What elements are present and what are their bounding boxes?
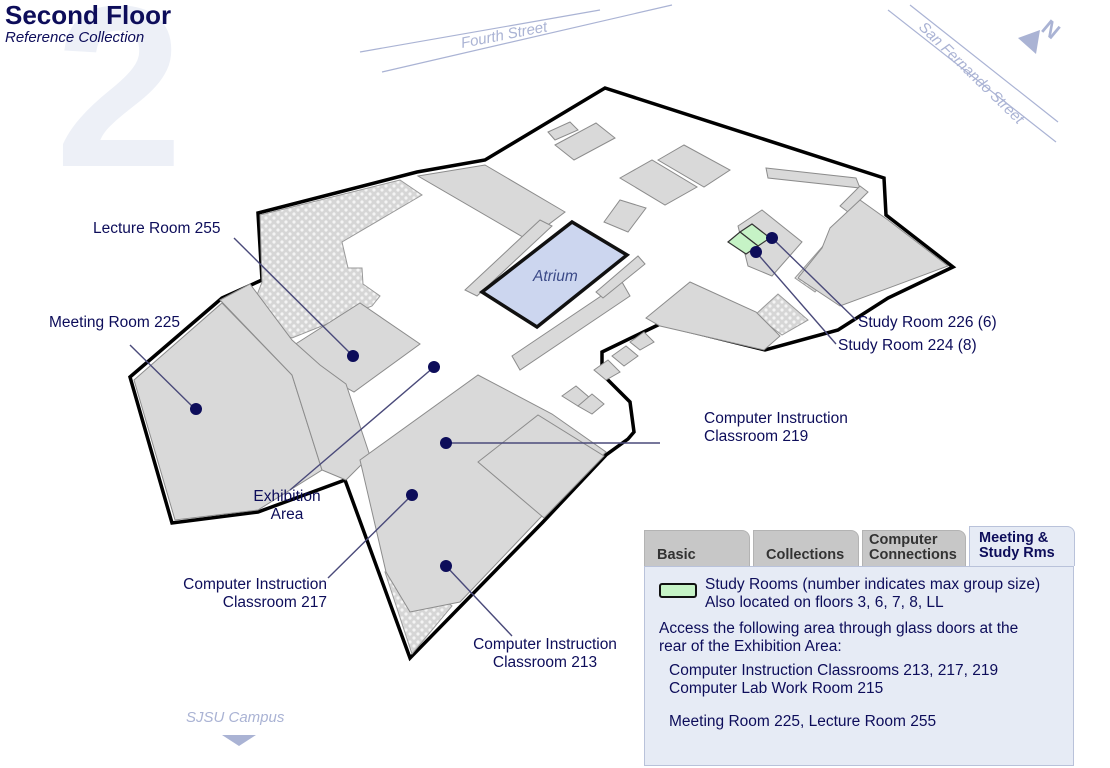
marker-study-224[interactable] <box>750 246 762 258</box>
label-classroom-213: Computer Instruction Classroom 213 <box>473 636 617 671</box>
label-meeting-225: Meeting Room 225 <box>49 314 180 331</box>
legend-rooms-1: Computer Instruction Classrooms 213, 217… <box>669 662 999 679</box>
room-small <box>554 122 616 161</box>
study-room-swatch <box>659 583 697 598</box>
room-stair <box>577 393 605 415</box>
tab-meeting-study-rooms[interactable]: Meeting & Study Rms <box>969 526 1075 566</box>
leader-line <box>755 251 837 345</box>
room-small <box>547 121 579 141</box>
marker-exhibition[interactable] <box>428 361 440 373</box>
legend-rooms-2: Computer Lab Work Room 215 <box>669 680 884 697</box>
campus-arrow-icon[interactable] <box>222 735 256 746</box>
compass-north-icon: N <box>1018 15 1065 54</box>
tab-basic[interactable]: Basic <box>644 530 750 566</box>
page-subtitle: Reference Collection <box>5 29 145 46</box>
room-southeast <box>645 281 781 351</box>
room-small <box>603 199 647 233</box>
street-line <box>909 4 1059 123</box>
marker-lecture-255[interactable] <box>347 350 359 362</box>
label-study-224: Study Room 224 (8) <box>838 337 977 354</box>
leader-line <box>289 366 435 491</box>
room-atrium-side <box>511 281 631 371</box>
street-san-fernando: San Fernando Street <box>915 19 1028 129</box>
study-room-224 <box>726 231 760 255</box>
legend-study-rooms: Study Rooms (number indicates max group … <box>705 576 1041 593</box>
room-stair <box>611 345 639 367</box>
room-stair <box>593 359 621 381</box>
leader-line <box>129 344 197 411</box>
street-line <box>381 4 673 73</box>
room-stair <box>629 331 655 351</box>
atrium <box>478 219 631 330</box>
label-exhibition-area: Exhibition Area <box>253 488 321 523</box>
room-north-1 <box>416 164 566 241</box>
atrium-label: Atrium <box>532 268 578 285</box>
campus-link[interactable]: SJSU Campus <box>186 709 285 726</box>
label-classroom-217: Computer Instruction Classroom 217 <box>183 576 327 611</box>
page-title: Second Floor <box>5 0 172 30</box>
svg-text:N: N <box>1037 15 1065 44</box>
marker-classroom-213[interactable] <box>440 560 452 572</box>
room-atrium-side <box>464 219 553 297</box>
marker-study-226[interactable] <box>766 232 778 244</box>
label-classroom-219: Computer Instruction Classroom 219 <box>704 410 848 445</box>
street-line <box>887 9 1057 143</box>
room-atrium-side <box>595 255 646 299</box>
floor-number-watermark: 2 <box>55 0 183 215</box>
marker-classroom-219[interactable] <box>440 437 452 449</box>
room-small <box>657 144 731 188</box>
tab-computer-connections[interactable]: Computer Connections <box>862 530 966 566</box>
marker-classroom-217[interactable] <box>406 489 418 501</box>
street-line <box>359 9 601 53</box>
legend-access-text: Access the following area through glass … <box>659 620 1019 637</box>
room-211 <box>477 414 605 519</box>
leader-line <box>771 237 857 321</box>
legend-access-text-2: rear of the Exhibition Area: <box>659 638 842 655</box>
label-lecture-255: Lecture Room 255 <box>93 220 221 237</box>
legend-panel: Study Rooms (number indicates max group … <box>644 566 1074 766</box>
room-small <box>619 159 698 206</box>
leader-line <box>445 565 513 637</box>
marker-meeting-225[interactable] <box>190 403 202 415</box>
room-corridor-west <box>219 283 371 481</box>
room-east <box>797 199 950 307</box>
street-fourth: Fourth Street <box>460 18 550 52</box>
label-study-226: Study Room 226 (6) <box>858 314 997 331</box>
legend-rooms-3: Meeting Room 225, Lecture Room 255 <box>669 713 937 730</box>
legend-other-floors: Also located on floors 3, 6, 7, 8, LL <box>705 594 944 611</box>
tab-collections[interactable]: Collections <box>753 530 859 566</box>
leader-line <box>233 237 354 357</box>
leader-line <box>327 494 413 579</box>
room-small <box>839 185 869 213</box>
